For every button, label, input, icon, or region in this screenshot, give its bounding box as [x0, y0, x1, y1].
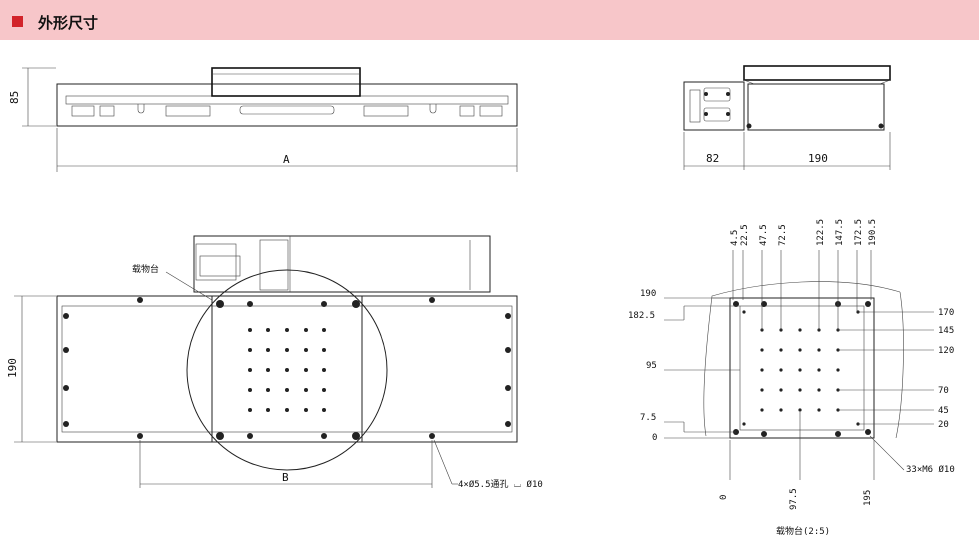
front-height-label: 85: [8, 91, 21, 104]
stage-right-label-2: 120: [938, 346, 954, 356]
thread-note: 33×M6 Ø10: [906, 464, 955, 475]
side-view: 82 190: [683, 65, 891, 170]
section-header: 外形尺寸: [0, 0, 979, 40]
top-height-label: 190: [6, 358, 19, 378]
stage-left-label-2: 95: [646, 361, 657, 371]
top-view: 载物台 190 B 4×Ø5.5通孔 ⌴ Ø10: [6, 235, 543, 490]
top-width-label: B: [282, 471, 289, 484]
stage-right-label-3: 70: [938, 386, 949, 396]
stage-label: 载物台: [132, 263, 159, 275]
stage-top-label-3: 72.5: [778, 224, 788, 246]
stage-top-label-0: 4.5: [730, 230, 740, 246]
stage-top-label-6: 172.5: [854, 219, 864, 246]
stage-bottom-label-1: 97.5: [789, 488, 799, 510]
stage-right-label-0: 170: [938, 308, 954, 318]
front-view: 85 A: [8, 67, 518, 172]
stage-top-label-2: 47.5: [759, 224, 769, 246]
stage-caption: 载物台(2:5): [776, 525, 830, 537]
stage-left-label-1: 182.5: [628, 311, 655, 321]
stage-left-label-4: 0: [652, 433, 657, 443]
stage-right-label-1: 145: [938, 326, 954, 336]
stage-top-label-5: 147.5: [835, 219, 845, 246]
stage-top-label-4: 122.5: [816, 219, 826, 246]
stage-bottom-label-0: 0: [719, 495, 729, 500]
stage-left-label-0: 190: [640, 289, 656, 299]
hole-note: 4×Ø5.5通孔 ⌴ Ø10: [458, 479, 543, 490]
side-width-right-label: 190: [808, 152, 828, 165]
front-length-label: A: [283, 153, 290, 166]
red-square-icon: [12, 16, 23, 27]
stage-right-label-4: 45: [938, 406, 949, 416]
stage-bottom-label-2: 195: [863, 490, 873, 506]
stage-top-label-1: 22.5: [740, 224, 750, 246]
section-title: 外形尺寸: [38, 14, 99, 32]
stage-top-label-7: 190.5: [868, 219, 878, 246]
stage-detail-view: 4.5 22.5 47.5 72.5 122.5 147.5 172.5 190…: [628, 219, 955, 537]
stage-left-label-3: 7.5: [640, 413, 656, 423]
side-width-left-label: 82: [706, 152, 719, 165]
stage-right-label-5: 20: [938, 420, 949, 430]
